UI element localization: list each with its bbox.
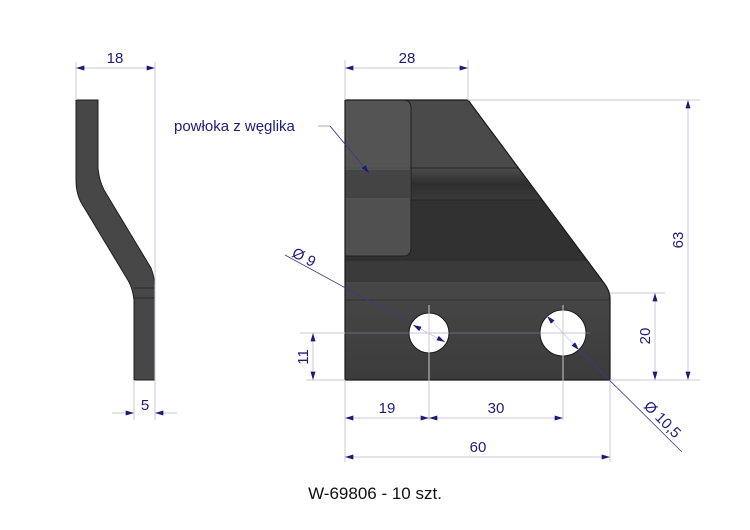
dim-total-width: 60 <box>470 439 487 456</box>
dim-hole1-diameter: Ø 9 <box>289 245 318 271</box>
side-view: 18 5 <box>75 50 177 420</box>
dim-hole-height: 11 <box>295 349 312 365</box>
coating-annotation: powłoka z węglika <box>174 118 296 135</box>
dim-lower-height: 20 <box>637 328 654 345</box>
part-caption: W-69806 - 10 szt. <box>308 484 442 503</box>
side-profile <box>75 99 156 381</box>
dim-width-top: 18 <box>107 50 124 67</box>
dim-hole2-diameter: Ø 10,5 <box>640 398 684 442</box>
dim-total-height: 63 <box>670 232 687 249</box>
front-view: 28 63 20 11 19 30 60 Ø 9 Ø 10,5 powłoka … <box>174 50 700 462</box>
dim-top-width: 28 <box>399 50 416 67</box>
dim-hole1-offset: 19 <box>379 400 396 417</box>
dim-thickness: 5 <box>141 397 149 414</box>
dim-hole-spacing: 30 <box>488 400 505 417</box>
